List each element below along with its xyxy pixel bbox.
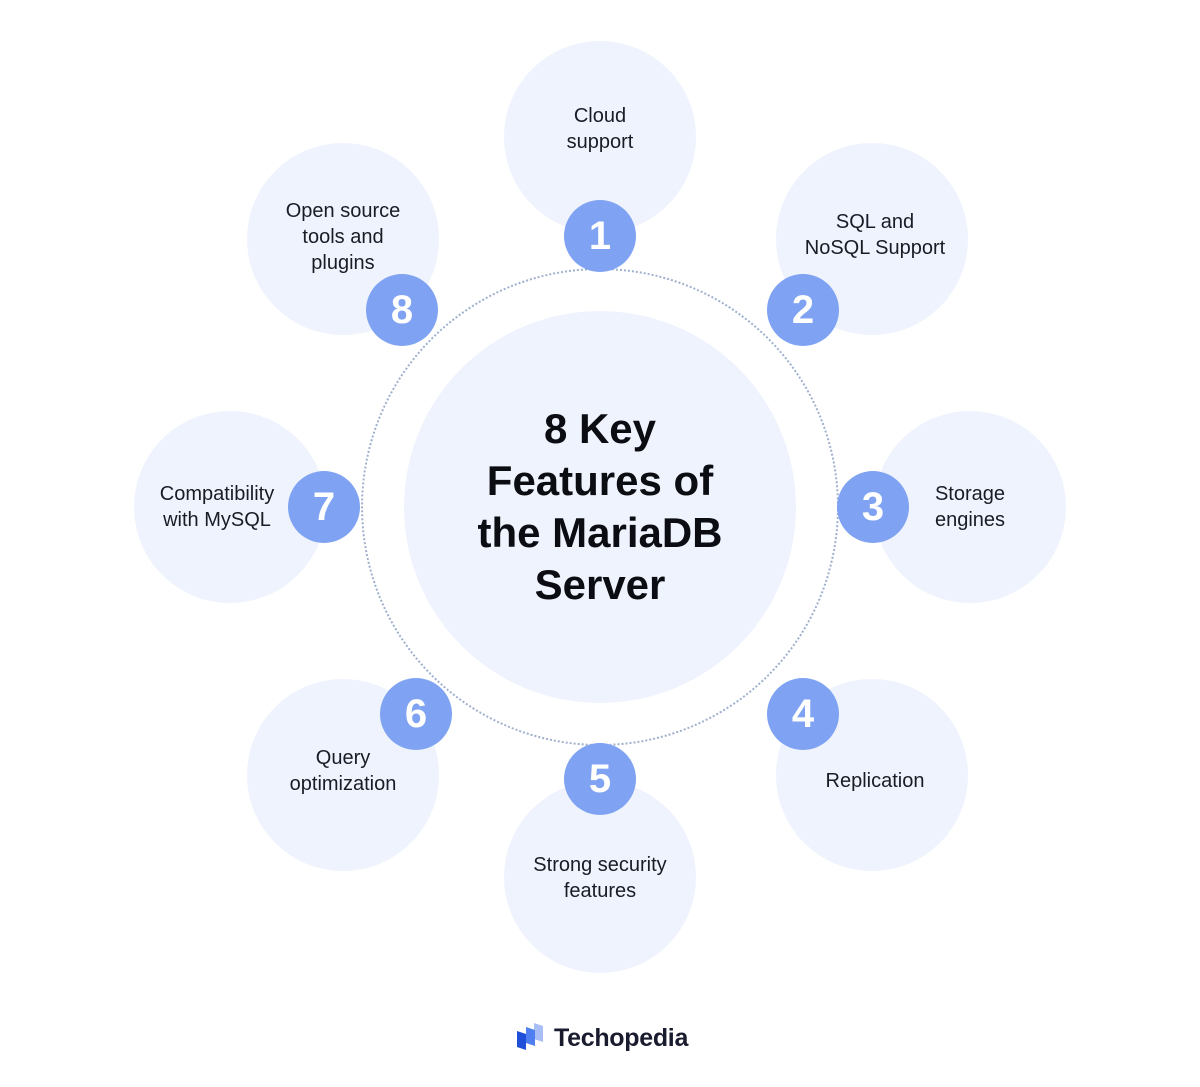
title-line: Features of: [486, 457, 714, 504]
number-badge-8: 8: [366, 274, 438, 346]
number-badge-4: 4: [767, 678, 839, 750]
techopedia-logo-icon: [514, 1020, 546, 1057]
feature-label-4: Replication: [825, 770, 925, 792]
center-circle: 8 Key Features of the MariaDB Server: [404, 311, 796, 703]
brand-name: Techopedia: [554, 1024, 689, 1052]
title-line: 8 Key: [543, 405, 657, 452]
diagram-title: 8 Key Features of the MariaDB Server: [450, 403, 750, 611]
number-badge-6: 6: [380, 678, 452, 750]
number-badge-5: 5: [564, 743, 636, 815]
title-line: the MariaDB: [477, 509, 723, 556]
number-badge-1: 1: [564, 200, 636, 272]
number-badge-7: 7: [288, 471, 360, 543]
brand-logo: Techopedia: [514, 1020, 688, 1057]
number-badge-2: 2: [767, 274, 839, 346]
title-line: Server: [534, 561, 666, 608]
number-badge-3: 3: [837, 471, 909, 543]
